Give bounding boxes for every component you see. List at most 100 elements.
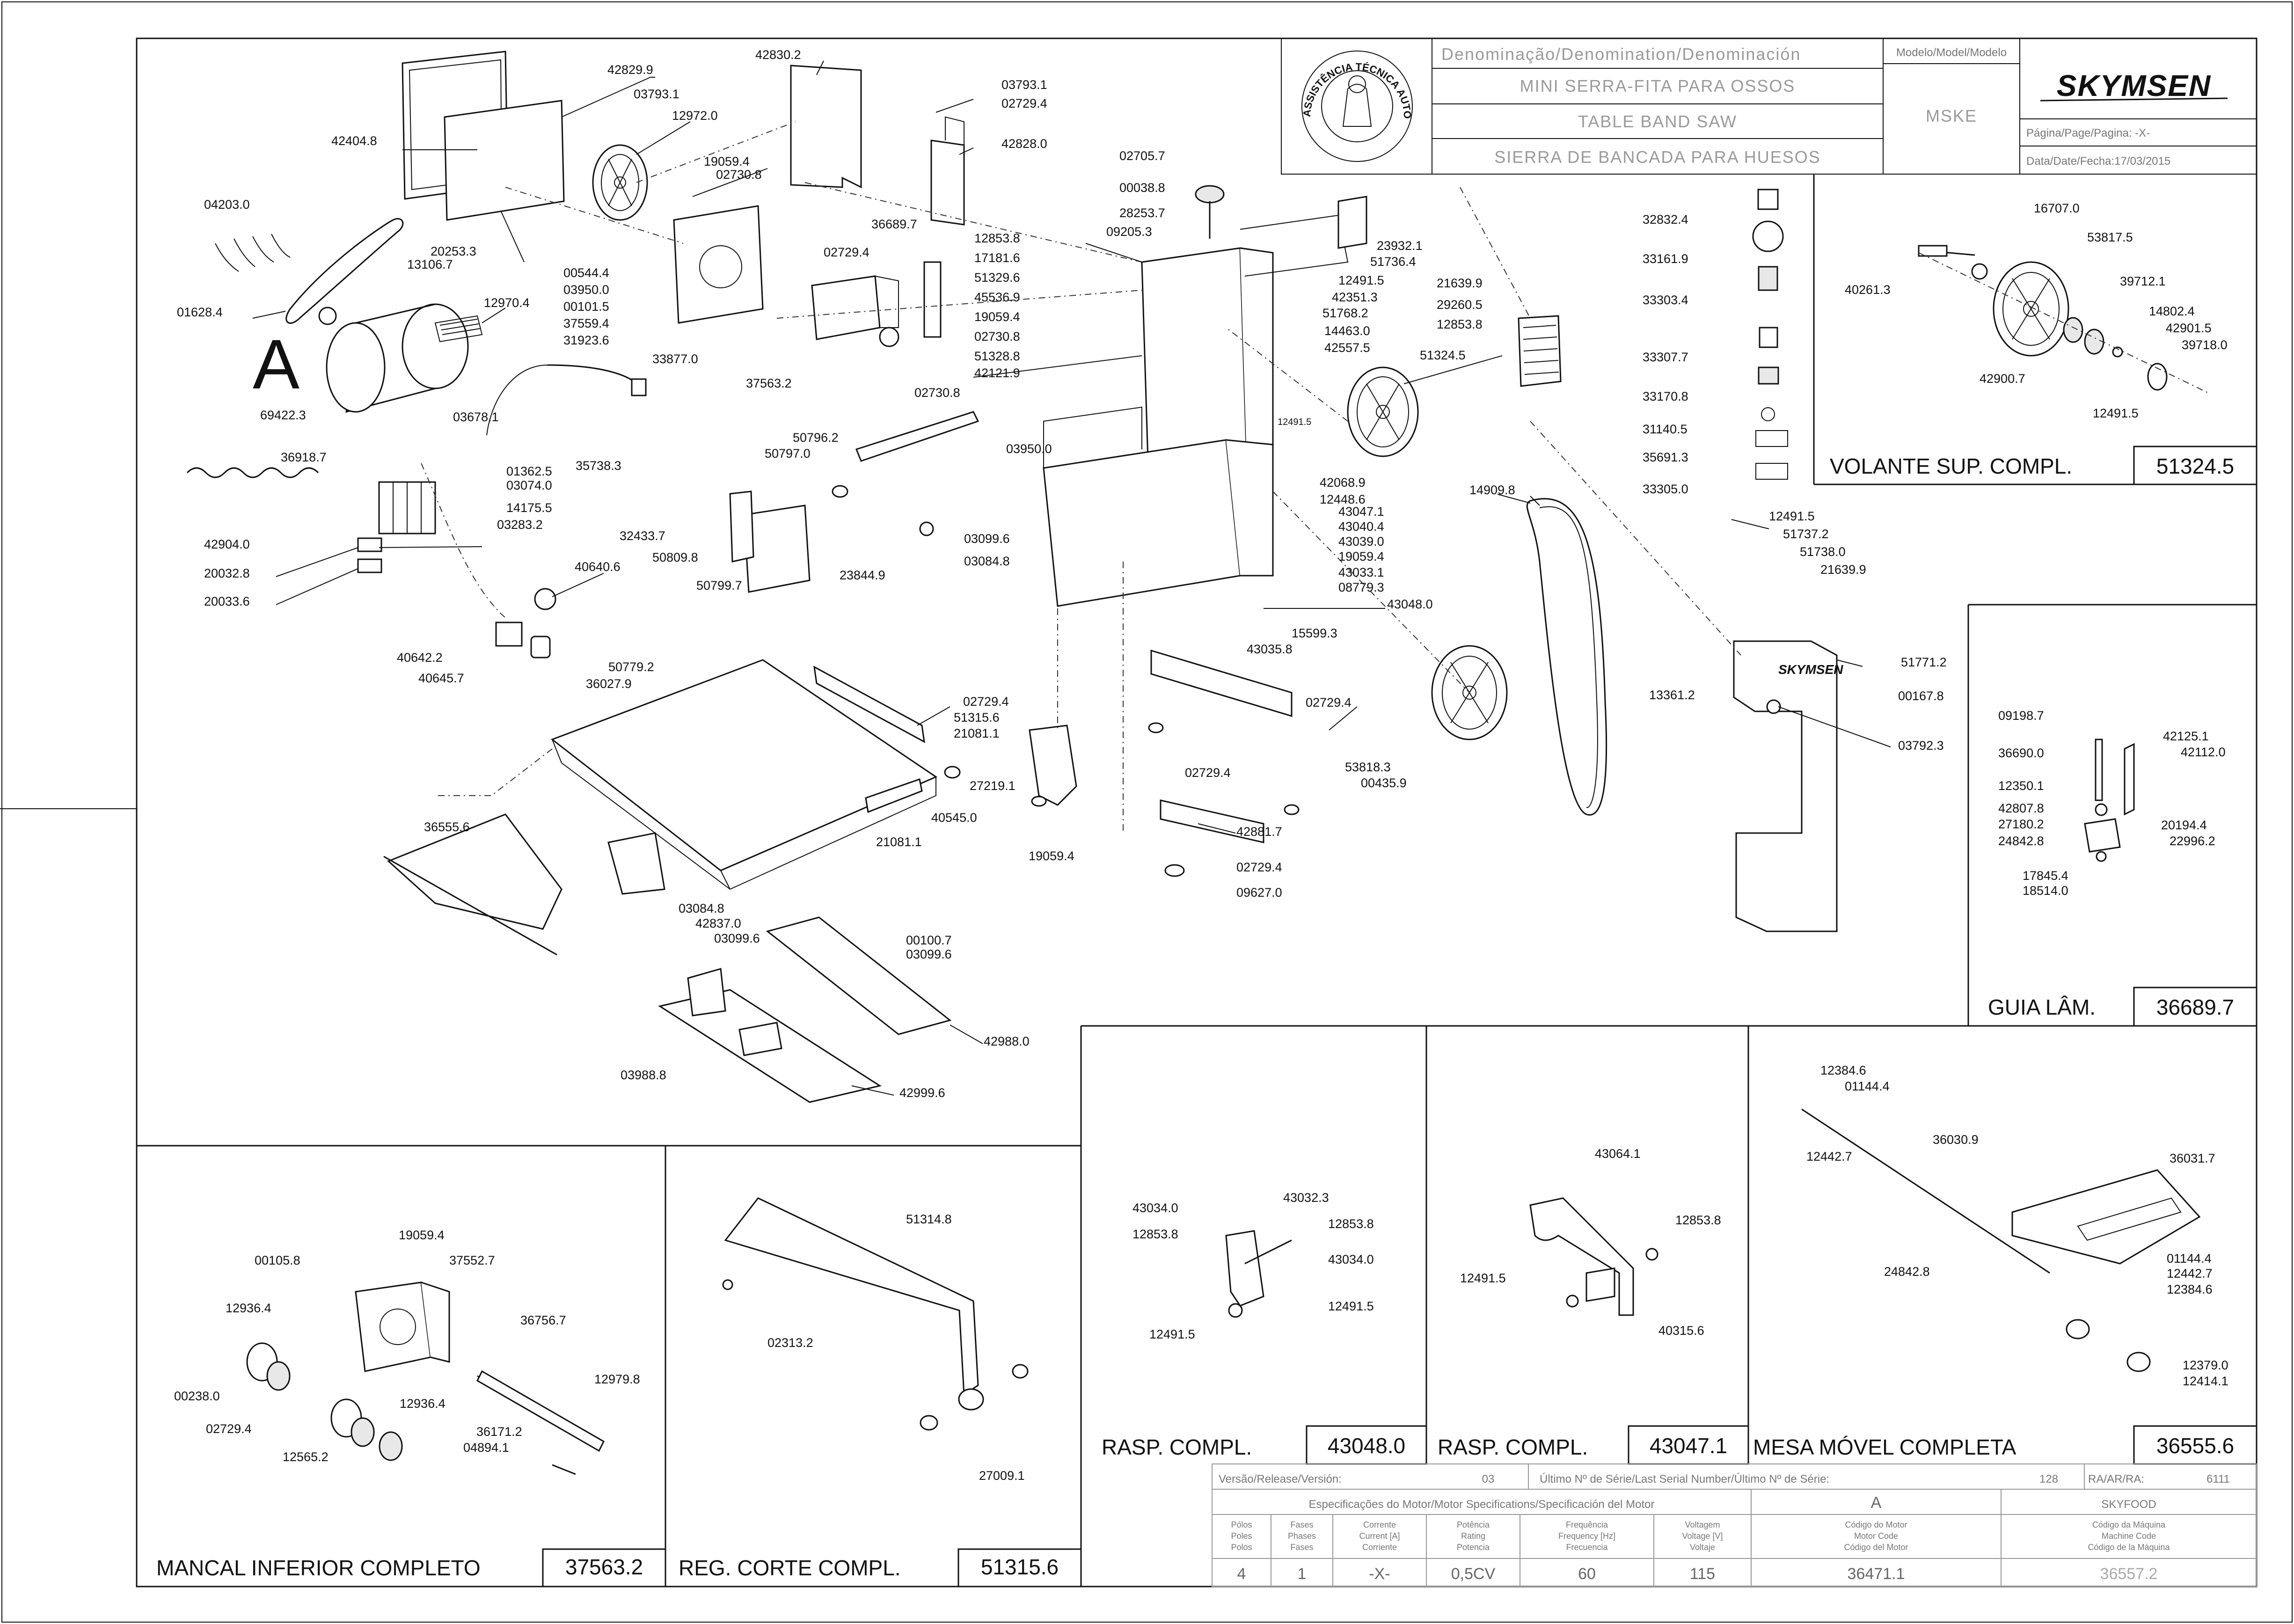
col-power-es: Potencia: [1457, 1543, 1490, 1552]
callout-12853-8b: 12853.8: [1437, 317, 1483, 331]
col-freq-en: Frequency [Hz]: [1558, 1531, 1615, 1541]
callout-12853-8b-rasp: 12853.8: [1132, 1227, 1178, 1241]
panel-guia-lam: 09198.7 42125.1 42112.0 36690.0 12350.1 …: [1988, 709, 2234, 1019]
callout-02730-8b: 02730.8: [974, 329, 1020, 344]
current-value: -X-: [1369, 1565, 1390, 1583]
seal-text: ASSISTÊNCIA TÉCNICA AUTORIZADA: [0, 0, 1413, 119]
leader-lines: [252, 60, 1891, 1096]
callout-24842-8-guia: 24842.8: [1998, 834, 2044, 848]
col-motorcode-es: Código del Motor: [1844, 1543, 1908, 1552]
callout-03084-8b: 03084.8: [679, 901, 724, 915]
callout-12384-6a: 12384.6: [1820, 1063, 1866, 1077]
col-machinecode-es: Código de la Máquina: [2088, 1543, 2170, 1552]
callout-20032-8: 20032.8: [204, 566, 250, 580]
callout-02313-2: 02313.2: [767, 1336, 813, 1350]
release-value: 03: [1482, 1473, 1495, 1485]
serial-value: 128: [2039, 1473, 2058, 1485]
callout-33170-8: 33170.8: [1643, 389, 1688, 403]
callout-50809-8: 50809.8: [652, 550, 698, 564]
regcorte-title: REG. CORTE COMPL.: [679, 1556, 901, 1580]
callout-02730-8c: 02730.8: [914, 386, 960, 400]
callout-21081-1b: 21081.1: [876, 835, 922, 849]
callout-20194-4: 20194.4: [2161, 818, 2207, 832]
authorized-service-seal: [1301, 51, 1413, 162]
col-machinecode-pt: Código da Máquina: [2092, 1520, 2166, 1529]
regcorte-code: 51315.6: [981, 1555, 1059, 1579]
model-header: Modelo/Model/Modelo: [1896, 46, 2007, 59]
callout-33161-9: 33161.9: [1643, 252, 1688, 266]
callout-12972-0: 12972.0: [672, 109, 718, 123]
page-label: Página/Page/Pagina:: [2026, 127, 2135, 139]
callout-27009-1: 27009.1: [979, 1469, 1025, 1483]
callout-51324-5a: 51324.5: [1420, 348, 1466, 362]
callout-00435-9: 00435.9: [1361, 776, 1407, 790]
col-freq-pt: Frequência: [1566, 1520, 1608, 1529]
callout-32433-7: 32433.7: [620, 529, 665, 543]
callout-42900-7: 42900.7: [1980, 372, 2025, 386]
callout-50799-7: 50799.7: [696, 578, 742, 593]
callout-51737-2: 51737.2: [1783, 527, 1829, 541]
freq-value: 60: [1578, 1565, 1596, 1583]
callout-50797-0: 50797.0: [765, 446, 811, 461]
motor-spec-block: Versão/Release/Versión: 03 Último Nº de …: [1212, 1463, 2257, 1587]
callout-43033-1: 43033.1: [1338, 565, 1384, 579]
callout-12936-4b: 12936.4: [400, 1397, 446, 1411]
callout-40640-6: 40640.6: [575, 560, 621, 574]
callout-39712-1: 39712.1: [2120, 274, 2166, 288]
rasp2-title: RASP. COMPL.: [1438, 1435, 1588, 1459]
callout-29260-5: 29260.5: [1437, 298, 1483, 312]
callout-03084-8a: 03084.8: [964, 554, 1010, 568]
callout-42837-0: 42837.0: [695, 916, 741, 930]
callout-12491-5b: 12491.5: [1278, 417, 1311, 427]
callout-03988-8: 03988.8: [621, 1068, 666, 1082]
callout-32832-4: 32832.4: [1643, 212, 1688, 227]
page-field: Página/Page/Pagina: -X-: [2026, 127, 2150, 139]
callout-03793-1a: 03793.1: [634, 87, 679, 101]
panel-rasp-43048: 43034.0 43032.3 12853.8 12853.8 43034.0 …: [1102, 1191, 1405, 1459]
callout-12491-5-volante: 12491.5: [2093, 406, 2139, 420]
callout-42404-8: 42404.8: [331, 134, 377, 148]
col-current-en: Current [A]: [1359, 1531, 1400, 1541]
callout-42829-9: 42829.9: [607, 63, 653, 77]
callout-12979-8: 12979.8: [594, 1372, 640, 1386]
callout-19059-4c: 19059.4: [1338, 549, 1384, 563]
callout-50779-2: 50779.2: [608, 660, 654, 674]
callout-51315-6a: 51315.6: [954, 710, 1000, 724]
callout-19059-4-mancal: 19059.4: [399, 1228, 445, 1242]
callout-36030-9: 36030.9: [1933, 1133, 1979, 1147]
callout-36689-7a: 36689.7: [871, 217, 917, 231]
callout-12970-4: 12970.4: [484, 296, 530, 310]
volt-value: 115: [1690, 1565, 1715, 1583]
callout-51328-8: 51328.8: [974, 349, 1020, 363]
callout-43040-4: 43040.4: [1338, 519, 1384, 534]
callout-45536-9: 45536.9: [974, 290, 1020, 304]
callout-09198-7: 09198.7: [1998, 709, 2044, 723]
col-power-pt: Potência: [1457, 1520, 1490, 1529]
ra-value: 6111: [2206, 1473, 2230, 1485]
callout-43039-0: 43039.0: [1338, 534, 1384, 549]
brand-value: SKYFOOD: [2101, 1498, 2156, 1511]
col-current-pt: Corrente: [1363, 1520, 1396, 1529]
callout-17845-4: 17845.4: [2023, 869, 2068, 883]
callout-00101-5: 00101.5: [563, 300, 609, 314]
poles-value: 4: [1237, 1565, 1246, 1583]
callout-12442-7a: 12442.7: [1806, 1149, 1852, 1163]
date-field: Data/Date/Fecha:17/03/2015: [2026, 155, 2170, 168]
callout-42904-0: 42904.0: [204, 537, 250, 551]
callout-15599-3: 15599.3: [1292, 626, 1337, 640]
callout-00038-8: 00038.8: [1119, 181, 1165, 195]
callout-03099-6b: 03099.6: [714, 931, 760, 945]
callout-53817-5: 53817.5: [2087, 230, 2133, 244]
mancal-code: 37563.2: [565, 1555, 643, 1579]
callout-03792-3: 03792.3: [1898, 739, 1944, 753]
callout-50796-2: 50796.2: [793, 431, 839, 445]
callout-03099-6c: 03099.6: [906, 947, 952, 961]
callout-42881-7: 42881.7: [1236, 825, 1282, 839]
callout-03678-1: 03678.1: [453, 410, 499, 424]
callout-12491-5b-rasp: 12491.5: [1149, 1327, 1195, 1341]
callout-51329-6: 51329.6: [974, 271, 1020, 285]
phases-value: 1: [1298, 1565, 1307, 1583]
callout-36555-6a: 36555.6: [424, 820, 470, 834]
machine-name-es: SIERRA DE BANCADA PARA HUESOS: [1494, 147, 1821, 167]
release-label: Versão/Release/Versión:: [1219, 1473, 1342, 1485]
